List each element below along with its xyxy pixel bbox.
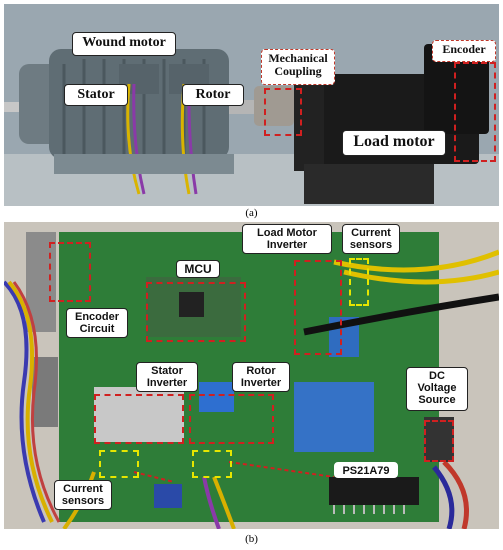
photo-panel-b: Load Motor Inverter Current sensors MCU …	[4, 222, 499, 529]
label-load-motor: Load motor	[342, 130, 446, 156]
label-mechanical-coupling: Mechanical Coupling	[261, 49, 335, 85]
coupling-highlight-box	[264, 88, 302, 136]
label-stator-inverter: Stator Inverter	[136, 362, 198, 392]
label-rotor: Rotor	[182, 84, 244, 106]
label-rotor-inverter: Rotor Inverter	[232, 362, 290, 392]
stator-inverter-box	[94, 394, 184, 444]
caption-b: (b)	[245, 533, 258, 545]
motor-test-bench-photo	[4, 4, 499, 206]
load-inverter-box	[294, 260, 342, 355]
label-module-part: PS21A79	[334, 462, 398, 478]
label-encoder-circuit: Encoder Circuit	[66, 308, 128, 338]
caption-a: (a)	[245, 207, 258, 219]
current-sensor-bottom-right-box	[192, 450, 232, 478]
label-current-sensors-bottom: Current sensors	[54, 480, 112, 510]
dc-source-box	[424, 420, 454, 462]
current-sensor-bottom-left-box	[99, 450, 139, 478]
rotor-inverter-box	[189, 394, 274, 444]
label-load-motor-inverter: Load Motor Inverter	[242, 224, 332, 254]
label-dc-voltage-source: DC Voltage Source	[406, 367, 468, 411]
encoder-circuit-box	[49, 242, 91, 302]
encoder-highlight-box	[454, 62, 496, 162]
label-stator: Stator	[64, 84, 128, 106]
label-mcu: MCU	[176, 260, 220, 278]
label-current-sensors-top: Current sensors	[342, 224, 400, 254]
photo-panel-a: Wound motor Stator Rotor Mechanical Coup…	[4, 4, 499, 206]
label-wound-motor: Wound motor	[72, 32, 176, 56]
mcu-box	[146, 282, 246, 342]
current-sensor-top-box	[349, 258, 369, 306]
label-encoder: Encoder	[432, 40, 496, 62]
